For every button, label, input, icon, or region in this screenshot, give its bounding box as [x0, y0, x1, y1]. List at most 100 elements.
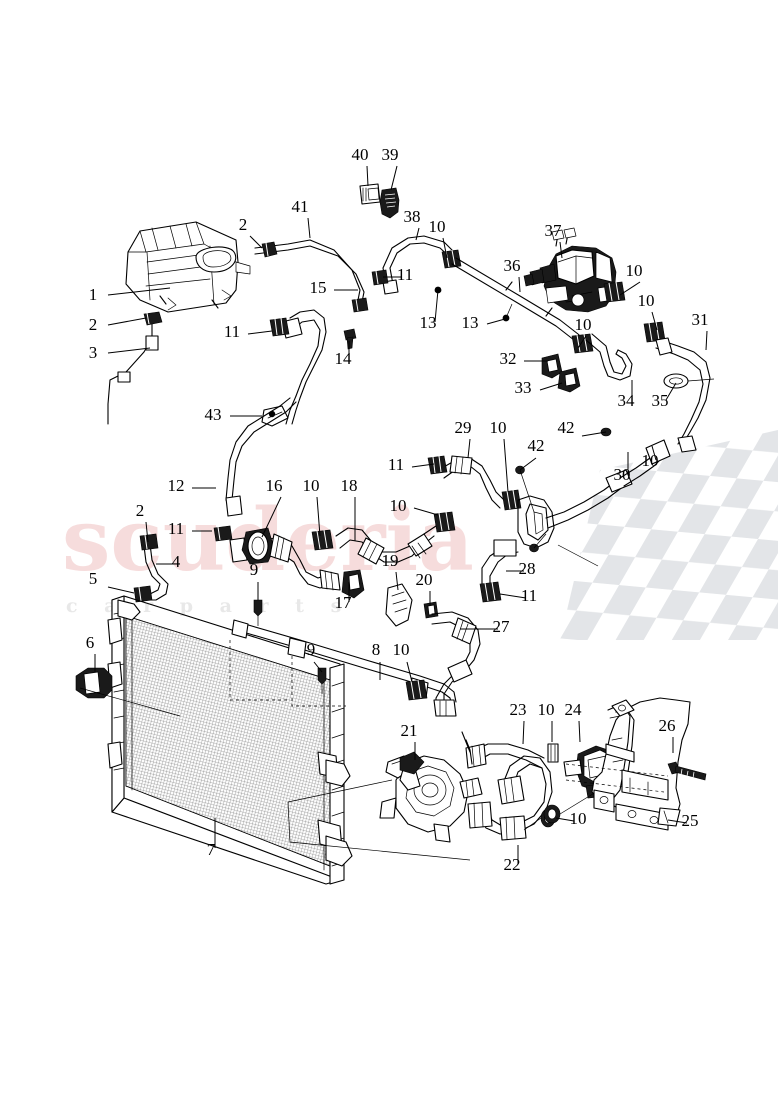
part-hose-23 — [461, 731, 545, 769]
callout-number: 23 — [510, 700, 527, 719]
callout-number: 2 — [239, 215, 248, 234]
callout-number: 11 — [521, 586, 537, 605]
callout-18: 18 — [341, 476, 358, 541]
callout-number: 27 — [493, 617, 511, 636]
callout-number: 38 — [404, 207, 421, 226]
callout-number: 11 — [168, 519, 184, 538]
callout-leader-31 — [705, 330, 708, 351]
grommet-10-pump — [543, 804, 561, 824]
part-coolant-line-41 — [254, 239, 369, 313]
callout-27: 27 — [460, 617, 510, 636]
callout-number: 20 — [416, 570, 433, 589]
callout-leader-33 — [539, 382, 563, 391]
callout-10: 10 — [642, 445, 659, 470]
callout-leader-10 — [413, 507, 439, 516]
part-hose-29 — [427, 455, 522, 511]
callout-leader-23 — [522, 720, 525, 745]
callout-leader-39 — [390, 165, 398, 191]
callout-number: 22 — [504, 855, 521, 874]
callout-number: 42 — [528, 436, 545, 455]
part-clip-32 — [541, 353, 563, 379]
callout-42: 42 — [558, 418, 607, 437]
callout-10: 10 — [555, 809, 587, 828]
callout-number: 42 — [558, 418, 575, 437]
callout-10: 10 — [393, 640, 413, 683]
callout-8: 8 — [372, 640, 381, 680]
part-stud-14 — [343, 328, 357, 350]
callout-leader-10 — [651, 445, 657, 461]
callout-41: 41 — [292, 197, 311, 239]
callout-22: 22 — [504, 845, 521, 874]
callout-leader-2 — [107, 317, 147, 326]
callout-leader-1 — [107, 287, 171, 296]
callout-16: 16 — [261, 476, 283, 538]
callout-number: 9 — [250, 560, 259, 579]
callout-11: 11 — [499, 586, 537, 605]
bolt-9-b — [317, 667, 327, 685]
clamp-11-hose38 — [371, 269, 389, 286]
callout-number: 28 — [519, 559, 536, 578]
callout-leader-35 — [665, 382, 677, 401]
callout-31: 31 — [692, 310, 709, 351]
callout-number: 10 — [490, 418, 507, 437]
callout-number: 33 — [515, 378, 532, 397]
callout-number: 2 — [89, 315, 98, 334]
part-hose-38 — [371, 235, 462, 295]
callout-10: 10 — [575, 315, 592, 349]
callout-leader-2 — [249, 235, 263, 249]
callout-25: 25 — [667, 811, 699, 830]
callout-number: 10 — [538, 700, 555, 719]
callout-leader-10 — [555, 817, 575, 822]
callout-number: 10 — [638, 291, 655, 310]
callout-32: 32 — [500, 349, 548, 368]
callout-38: 38 — [404, 207, 421, 241]
callout-leader-25 — [667, 819, 688, 824]
callout-leader-10 — [619, 281, 641, 296]
part-clip-39 — [379, 187, 400, 219]
clamp-10-hose16 — [311, 529, 334, 551]
part-radiator-7 — [107, 595, 353, 885]
clamp-5 — [133, 585, 153, 603]
callout-number: 39 — [382, 145, 399, 164]
callout-15: 15 — [310, 278, 358, 297]
callout-number: 31 — [692, 310, 709, 329]
callout-number: 1 — [89, 285, 98, 304]
callout-42: 42 — [519, 436, 545, 471]
part-clip-33 — [557, 367, 581, 393]
callout-number: 24 — [565, 700, 583, 719]
callout-number: 30 — [614, 465, 631, 484]
callout-number: 10 — [393, 640, 410, 659]
callout-leader-10 — [406, 661, 413, 683]
callout-leader-16 — [261, 496, 282, 538]
part-bracket-19 — [385, 583, 413, 627]
part-line-12 — [213, 397, 297, 563]
callout-7: 7 — [207, 818, 216, 859]
callout-10: 10 — [429, 217, 448, 259]
clamp-10-hose18 — [433, 511, 456, 533]
part-clip-17 — [341, 569, 365, 599]
callout-37: 37 — [545, 221, 563, 259]
callout-number: 12 — [168, 476, 185, 495]
callout-leader-11 — [411, 463, 435, 468]
callout-number: 10 — [642, 451, 659, 470]
callout-number: 11 — [397, 265, 413, 284]
callout-number: 7 — [207, 840, 216, 859]
part-valve-block-37 — [523, 227, 617, 313]
callout-2: 2 — [89, 315, 147, 334]
callout-10: 10 — [619, 261, 643, 296]
callout-10: 10 — [490, 418, 509, 493]
callout-14: 14 — [335, 341, 352, 368]
callout-number: 18 — [341, 476, 358, 495]
callout-leader-3 — [107, 347, 151, 354]
callout-leader-10 — [577, 335, 587, 349]
callout-leader-11 — [499, 593, 527, 599]
watermark-tagline: c a r p a r t s — [66, 595, 351, 617]
clamp-2-line41 — [261, 241, 278, 258]
callout-number: 6 — [86, 633, 95, 652]
callout-12: 12 — [168, 476, 216, 495]
part-clip-40 — [359, 183, 381, 205]
clamp-10-pipe8 — [405, 679, 428, 701]
callout-number: 35 — [652, 391, 669, 410]
